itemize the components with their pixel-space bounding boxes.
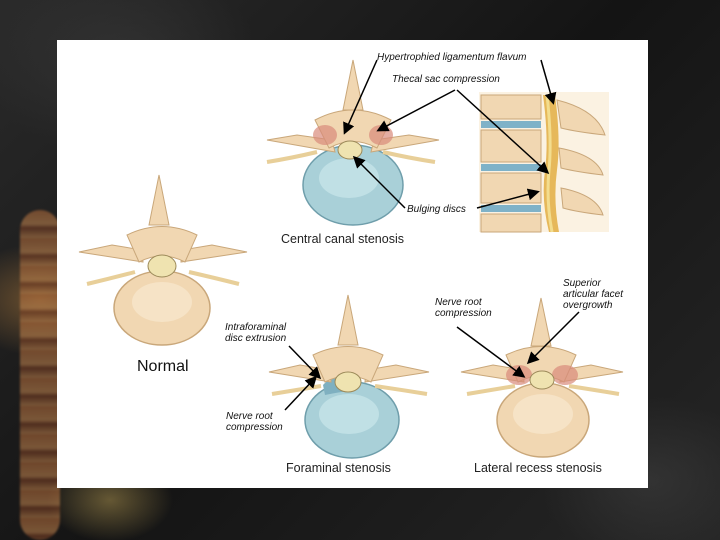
arrow-bulging-right	[476, 188, 540, 209]
caption-central-canal-stenosis: Central canal stenosis	[281, 232, 404, 246]
arrow-superior-facet	[526, 311, 580, 365]
spine-illustrations	[78, 59, 624, 459]
caption-lateral-recess-stenosis: Lateral recess stenosis	[474, 461, 602, 475]
arrow-ligamentum-right	[540, 59, 557, 105]
label-superior-facet: Superior articular facet overgrowth	[563, 278, 624, 311]
normal-vertebra	[78, 174, 248, 346]
slide-panel: Hypertrophied ligamentum flavum Thecal s…	[57, 40, 648, 488]
label-hypertrophied: Hypertrophied ligamentum flavum	[377, 52, 527, 63]
background-spine-image	[20, 210, 60, 540]
label-nerve-root-left: Nerve root compression	[226, 411, 283, 433]
central-stenosis-vertebra	[266, 59, 440, 226]
label-thecal-sac: Thecal sac compression	[392, 74, 500, 85]
arrow-nerve-root-top	[456, 326, 526, 378]
caption-normal: Normal	[137, 358, 189, 375]
sagittal-section	[479, 92, 609, 233]
arrow-ligamentum-left	[343, 59, 378, 135]
arrow-thecal-right	[456, 89, 550, 175]
label-nerve-root-top: Nerve root compression	[435, 297, 492, 319]
arrow-nerve-root-left	[284, 375, 318, 411]
foraminal-stenosis-vertebra	[268, 294, 430, 459]
arrow-intraforaminal	[288, 345, 322, 380]
arrow-thecal-left	[376, 89, 456, 132]
arrow-bulging-left	[352, 155, 406, 209]
label-intraforaminal: Intraforaminal disc extrusion	[225, 322, 287, 344]
label-bulging-discs: Bulging discs	[407, 204, 466, 215]
lateral-recess-vertebra	[460, 297, 624, 458]
pointer-arrows	[284, 59, 580, 411]
caption-foraminal-stenosis: Foraminal stenosis	[286, 461, 391, 475]
